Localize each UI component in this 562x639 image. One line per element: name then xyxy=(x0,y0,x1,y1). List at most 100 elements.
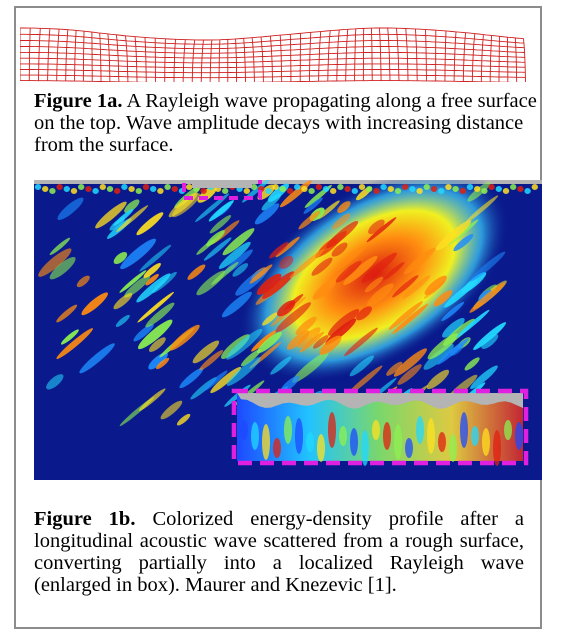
wave-fringe xyxy=(456,309,490,338)
inset-wave-blob xyxy=(394,424,402,460)
wave-fringe xyxy=(206,230,225,247)
wave-fringe xyxy=(403,247,436,275)
surface-ripple xyxy=(99,184,107,190)
wave-fringe xyxy=(303,197,323,214)
enlarged-inset xyxy=(231,388,529,466)
wave-fringe xyxy=(356,306,372,321)
surface-ripple xyxy=(510,184,517,190)
figure-1a-text: A Rayleigh wave propagating along a free… xyxy=(34,90,537,156)
wave-fringe xyxy=(208,200,234,222)
wave-fringe xyxy=(427,333,459,360)
wave-fringe xyxy=(226,328,263,360)
inset-wave-blob xyxy=(405,438,413,458)
grid-column-line xyxy=(462,32,467,82)
energy-density-profile xyxy=(34,180,542,480)
grid-row-line xyxy=(20,27,524,41)
inset-wave-blob xyxy=(438,432,446,452)
wave-fringe xyxy=(256,273,282,295)
grid-column-line xyxy=(99,32,102,82)
wave-fringe xyxy=(334,244,367,272)
inset-wave-blob xyxy=(339,426,347,446)
wave-fringe xyxy=(119,270,147,293)
surface-ripple xyxy=(308,188,315,194)
grid-column-line xyxy=(444,30,447,82)
surface-ripple xyxy=(452,186,459,192)
inset-wave-blob xyxy=(471,426,479,446)
grid-column-line xyxy=(453,31,457,82)
wave-fringe xyxy=(366,217,397,243)
wave-fringe xyxy=(426,369,450,390)
wave-fringe xyxy=(332,213,351,230)
wave-fringe xyxy=(76,275,90,288)
inset-rough-surface xyxy=(237,393,523,409)
wave-fringe xyxy=(295,316,317,335)
wave-fringe xyxy=(262,271,295,299)
wave-fringe xyxy=(195,193,230,223)
wave-fringe xyxy=(46,374,64,390)
surface-ripple xyxy=(186,184,193,190)
surface-ripple xyxy=(423,184,430,190)
inset-wave-blob xyxy=(372,420,380,440)
wave-fringe xyxy=(437,338,469,365)
grid-column-line xyxy=(209,39,213,82)
grid-column-line xyxy=(396,28,400,81)
surface-ripple xyxy=(322,186,330,192)
surface-ripple xyxy=(459,188,466,194)
inset-wave-blob xyxy=(306,432,314,452)
surface-ripples xyxy=(34,184,538,194)
wave-fringe xyxy=(79,343,115,374)
surface-ripple xyxy=(85,186,92,192)
surface-ripple xyxy=(222,188,229,194)
grid-column-line xyxy=(251,37,255,82)
surface-ripple xyxy=(128,186,135,192)
wave-fringe xyxy=(344,327,378,357)
wave-fringe xyxy=(467,181,491,202)
grid-column-line xyxy=(191,39,196,82)
surface-ripple xyxy=(474,186,481,192)
surface-ripple xyxy=(409,186,416,192)
wave-fringe xyxy=(346,365,383,396)
grid-column-line xyxy=(82,31,85,82)
grid-column-line xyxy=(134,36,138,82)
grid-column-line xyxy=(425,29,427,81)
wave-fringe xyxy=(256,331,283,354)
surface-ripple xyxy=(488,184,495,190)
wave-fringe xyxy=(361,252,397,283)
highlight-surface xyxy=(192,180,252,188)
wave-fringe xyxy=(453,234,474,252)
wave-fringe xyxy=(169,324,200,351)
wave-fringe xyxy=(423,343,454,370)
surface-ripple xyxy=(438,188,445,194)
figure-1b-text: Colorized energy-density profile after a… xyxy=(34,508,525,596)
grid-column-line xyxy=(354,28,357,81)
surface-ripple xyxy=(315,184,322,190)
wave-fringe xyxy=(232,263,249,277)
grid-column-line xyxy=(371,28,373,81)
wave-fringe xyxy=(397,364,422,385)
wave-fringe xyxy=(179,367,204,389)
wave-fringe xyxy=(199,350,224,371)
grid-column-line xyxy=(498,36,501,82)
surface-ripple xyxy=(42,186,49,192)
wave-fringe xyxy=(331,242,348,257)
wave-fringe xyxy=(249,264,273,284)
wave-fringe xyxy=(202,370,228,392)
wave-fringe xyxy=(465,195,499,223)
grid-column-line xyxy=(28,28,31,81)
wave-fringe xyxy=(203,237,232,261)
surface-ripple xyxy=(416,188,423,194)
surface-ripple xyxy=(157,188,164,194)
grid-column-line xyxy=(345,29,349,81)
wave-fringe xyxy=(275,302,311,333)
surface-ripple xyxy=(294,184,301,190)
wave-fringe xyxy=(262,312,278,326)
grid-column-line xyxy=(279,35,283,82)
wave-fringe xyxy=(470,365,498,390)
grid-column-line xyxy=(514,37,518,82)
wave-fringe xyxy=(277,300,296,317)
grid-column-line xyxy=(289,34,292,82)
wave-fringe xyxy=(137,291,174,323)
wave-fringe xyxy=(286,330,310,350)
wave-fringe xyxy=(56,328,93,360)
wave-fringe xyxy=(218,241,251,269)
